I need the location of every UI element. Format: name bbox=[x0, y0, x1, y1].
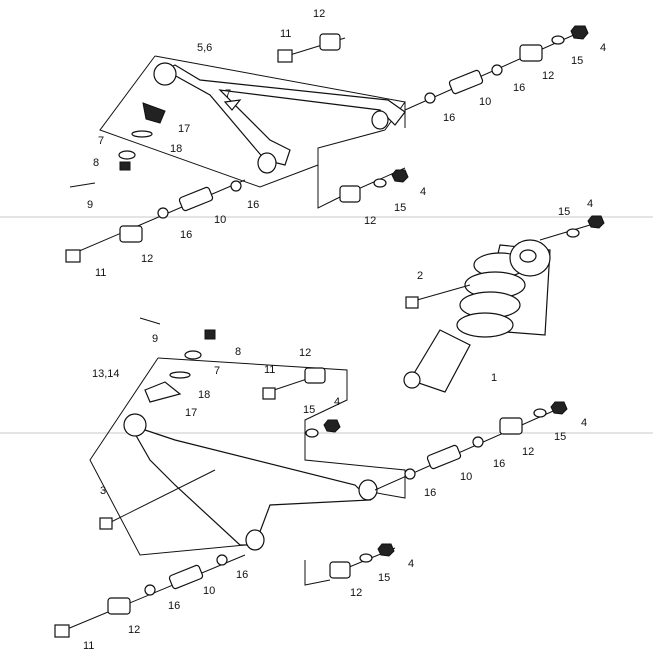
callout: 12 bbox=[313, 8, 325, 20]
callout: 4 bbox=[587, 198, 593, 210]
callout: 16 bbox=[236, 569, 248, 581]
callout: 15 bbox=[554, 431, 566, 443]
upper-hardware bbox=[65, 25, 589, 263]
callout: 12 bbox=[141, 253, 153, 265]
callout: 4 bbox=[581, 417, 587, 429]
callout: 16 bbox=[493, 458, 505, 470]
callout: 18 bbox=[170, 143, 182, 155]
callout: 11 bbox=[83, 640, 94, 651]
callout: 16 bbox=[513, 82, 525, 94]
callout: 11 bbox=[280, 28, 291, 40]
callout: 4 bbox=[420, 186, 426, 198]
callout: 8 bbox=[235, 346, 241, 358]
lower-hardware bbox=[54, 367, 568, 638]
callout: 12 bbox=[542, 70, 554, 82]
callout: 10 bbox=[214, 214, 226, 226]
callout: 3 bbox=[100, 485, 106, 497]
callout: 16 bbox=[168, 600, 180, 612]
callout: 15 bbox=[303, 404, 315, 416]
callout: 17 bbox=[178, 123, 190, 135]
callout: 9 bbox=[87, 199, 93, 211]
callout: 7 bbox=[98, 135, 104, 147]
callout: 10 bbox=[203, 585, 215, 597]
callout: 16 bbox=[180, 229, 192, 241]
callout: 9 bbox=[152, 333, 158, 345]
shock-absorber bbox=[403, 215, 605, 393]
upper-arm-group bbox=[69, 55, 406, 209]
callout-labels: 12 11 4 15 12 5,6 7 16 10 16 17 7 18 8 9… bbox=[83, 8, 606, 651]
callout: 12 bbox=[128, 624, 140, 636]
callout: 15 bbox=[571, 55, 583, 67]
callout: 4 bbox=[600, 42, 606, 54]
callout: 15 bbox=[378, 572, 390, 584]
callout: 17 bbox=[185, 407, 197, 419]
lower-arm-group bbox=[89, 317, 406, 586]
callout: 4 bbox=[334, 396, 340, 408]
callout: 16 bbox=[443, 112, 455, 124]
callout: 5,6 bbox=[197, 42, 212, 54]
callout: 12 bbox=[522, 446, 534, 458]
callout: 4 bbox=[408, 558, 414, 570]
callout: 16 bbox=[247, 199, 259, 211]
callout: 7 bbox=[225, 88, 231, 100]
callout: 2 bbox=[417, 270, 423, 282]
callout: 7 bbox=[214, 365, 220, 377]
callout: 10 bbox=[479, 96, 491, 108]
callout: 12 bbox=[364, 215, 376, 227]
callout: 13,14 bbox=[92, 368, 120, 380]
callout: 15 bbox=[394, 202, 406, 214]
callout: 11 bbox=[95, 267, 106, 279]
callout: 16 bbox=[424, 487, 436, 499]
callout: 18 bbox=[198, 389, 210, 401]
callout: 1 bbox=[491, 372, 497, 384]
callout: 10 bbox=[460, 471, 472, 483]
callout: 12 bbox=[299, 347, 311, 359]
callout: 11 bbox=[264, 364, 275, 376]
callout: 15 bbox=[558, 206, 570, 218]
callout: 12 bbox=[350, 587, 362, 599]
callout: 8 bbox=[93, 157, 99, 169]
